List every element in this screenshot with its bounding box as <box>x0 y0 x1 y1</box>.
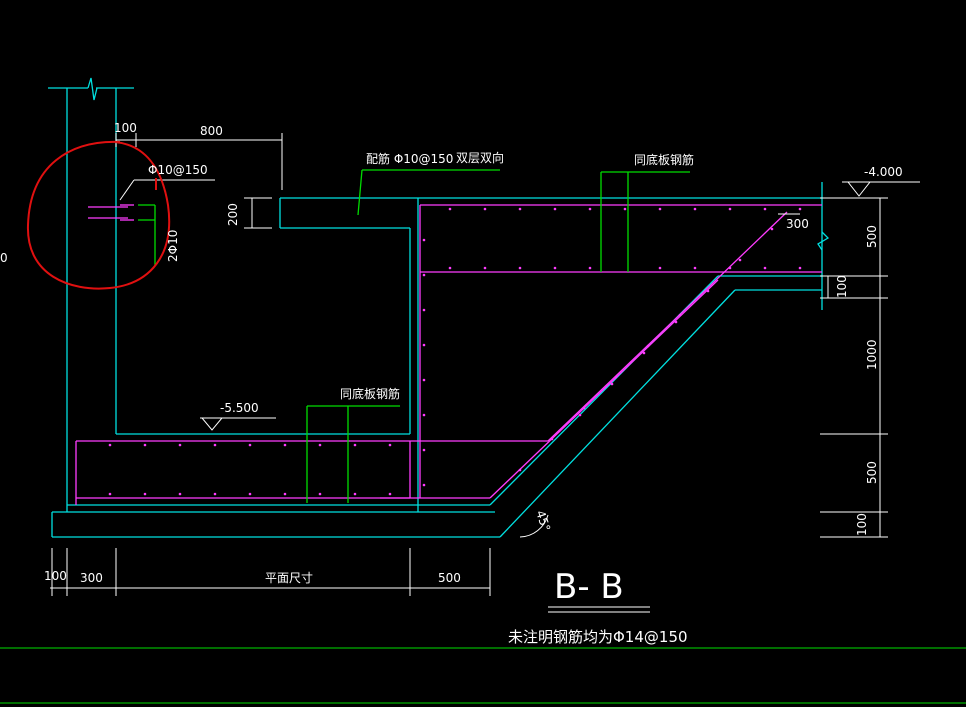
rebar-lines <box>75 204 822 505</box>
label-rebar-note: 配筋 Φ10@150 <box>366 151 453 166</box>
dim-bottom-500: 500 <box>438 571 461 585</box>
concrete-outline <box>48 87 823 538</box>
dim-slope-300: 300 <box>786 217 809 231</box>
dim-bottom-100: 100 <box>44 569 67 583</box>
label-phi10-150: Φ10@150 <box>148 163 208 177</box>
label-same-bottom-2: 同底板钢筋 <box>340 386 400 401</box>
leader-lines <box>138 169 690 503</box>
section-title: B- B <box>554 567 624 607</box>
dim-top-100: 100 <box>114 121 137 135</box>
label-2phi10: 2Φ10 <box>166 230 180 262</box>
dim-top-800: 800 <box>200 124 223 138</box>
dim-left-200: 200 <box>226 203 240 226</box>
section-note: 未注明钢筋均为Φ14@150 <box>508 628 688 646</box>
rebar-dots <box>108 207 802 496</box>
label-same-bottom-1: 同底板钢筋 <box>634 152 694 167</box>
elevation-triangle-icon <box>846 181 872 197</box>
markup-circle <box>26 140 171 290</box>
dim-right-100b: 100 <box>855 513 869 536</box>
ground-lines <box>0 647 966 704</box>
dim-bottom-plan: 平面尺寸 <box>265 571 313 585</box>
dimension-lines <box>50 133 920 613</box>
break-line-icon <box>87 77 98 101</box>
elevation-top: -4.000 <box>864 165 903 179</box>
label-angle: 45° <box>533 509 553 534</box>
dim-right-500b: 500 <box>865 461 879 484</box>
dim-right-100: 100 <box>835 275 849 298</box>
dim-left-cut: 0 <box>0 251 8 265</box>
dim-bottom-300: 300 <box>80 571 103 585</box>
break-line-icon <box>817 231 830 251</box>
dim-right-1000: 1000 <box>865 339 879 370</box>
elevation-triangle-icon <box>200 417 224 431</box>
elevation-bottom: -5.500 <box>220 401 259 415</box>
dim-right-500: 500 <box>865 225 879 248</box>
label-double-layer: 双层双向 <box>456 150 504 165</box>
